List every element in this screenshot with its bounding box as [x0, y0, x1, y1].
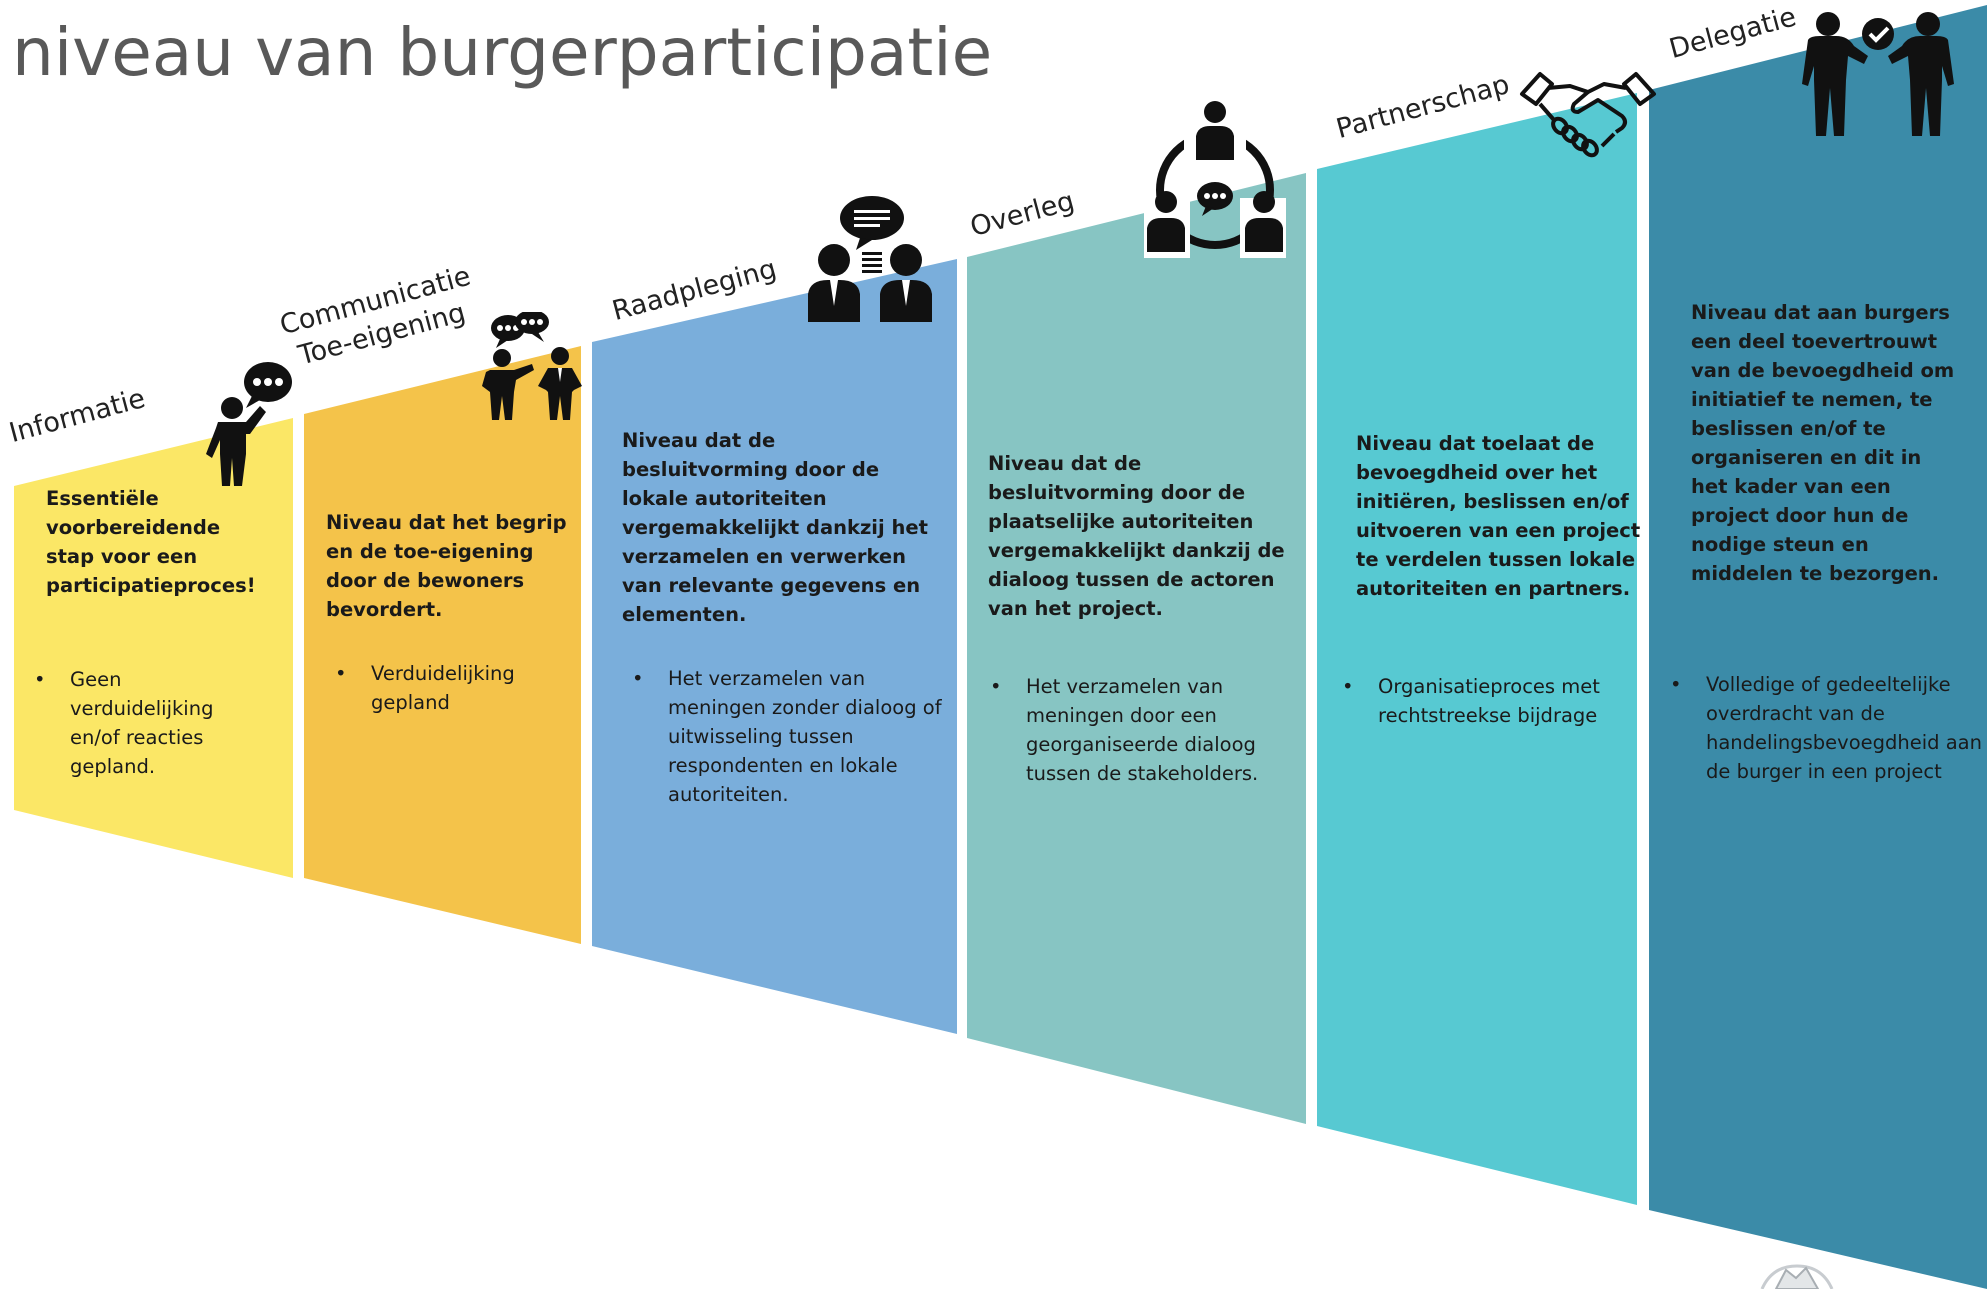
- level-panel-partnerschap: [1317, 93, 1637, 1205]
- speaking-person-icon: [206, 362, 292, 486]
- delegation-icon: [1802, 12, 1954, 136]
- level-bullet-partnerschap: Organisatieproces met rechtstreekse bijd…: [1342, 672, 1658, 730]
- level-description-partnerschap: Niveau dat toelaat de bevoegdheid over h…: [1356, 432, 1641, 600]
- logo-partial: [1760, 1264, 1834, 1289]
- level-bullet-communicatie: Verduidelijking gepland: [335, 659, 571, 717]
- level-bullet-overleg: Het verzamelen van meningen door een geo…: [990, 672, 1286, 788]
- level-bullet-informatie: Geen verduidelijking en/of reacties gepl…: [34, 665, 260, 781]
- group-dialogue-icon: [1144, 101, 1286, 258]
- level-bullet-raadpleging: Het verzamelen van meningen zonder dialo…: [632, 664, 958, 809]
- level-description-delegatie: Niveau dat aan burgers een deel toevertr…: [1691, 301, 1955, 585]
- level-description-overleg: Niveau dat de besluitvorming door de pla…: [988, 452, 1285, 620]
- level-panel-overleg: [967, 173, 1306, 1124]
- page-title: niveau van burgerparticipatie: [12, 14, 993, 91]
- level-panel-raadpleging: [592, 259, 957, 1034]
- level-bullet-delegatie: Volledige of gedeeltelijke overdracht va…: [1670, 670, 1987, 786]
- level-description-raadpleging: Niveau dat de besluitvorming door de lok…: [622, 429, 928, 626]
- handshake-icon: [1520, 72, 1656, 158]
- level-description-communicatie: Niveau dat het begrip en de toe-eigening…: [326, 511, 567, 621]
- consultation-icon: [808, 196, 932, 322]
- level-description-informatie: Essentiële voorbereidende stap voor een …: [46, 487, 256, 597]
- level-panel-delegatie: [1649, 5, 1987, 1289]
- two-people-talking-icon: [482, 312, 582, 420]
- level-panel-communicatie: [304, 346, 581, 944]
